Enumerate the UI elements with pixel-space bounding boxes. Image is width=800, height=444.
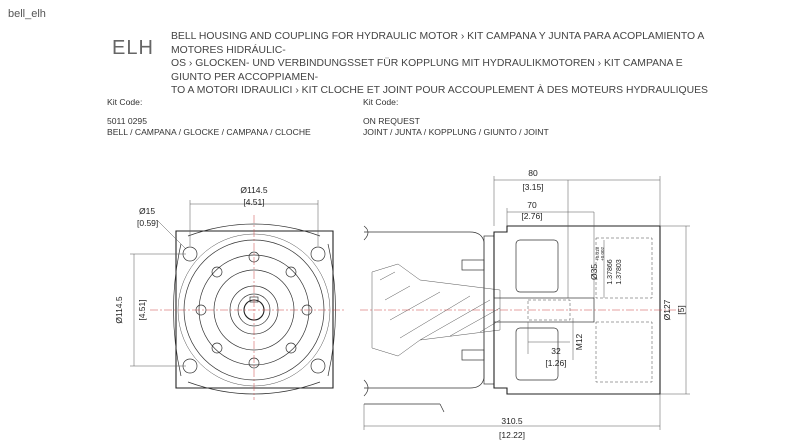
dim-bore-tol-lo: +0.002 xyxy=(600,247,605,261)
window xyxy=(515,239,559,293)
dim-w70: 70 xyxy=(527,200,537,210)
dim-bore-in-hi: 1.37866 xyxy=(607,259,614,284)
bolt xyxy=(461,349,485,361)
kit-desc: JOINT / JUNTA / KOPPLUNG / GIUNTO / JOIN… xyxy=(363,127,549,137)
hidden-bore xyxy=(595,321,653,383)
dim-hole-in: [0.59] xyxy=(137,218,158,228)
product-code: ELH xyxy=(112,37,154,59)
title-line: OS › GLOCKEN- UND VERBINDUNGSSET FÜR KOP… xyxy=(171,58,683,83)
dim-front-top-in: [4.51] xyxy=(243,197,264,207)
kit-joint: Kit Code: ON REQUEST JOINT / JUNTA / KOP… xyxy=(363,97,549,138)
dim-w80: 80 xyxy=(528,168,538,178)
flange-square xyxy=(175,230,334,389)
break-line xyxy=(363,379,369,397)
dim-thread: M12 xyxy=(574,333,584,350)
dim-bore-tol-hi: +0.018 xyxy=(595,247,600,261)
kit-label: Kit Code: xyxy=(107,97,143,107)
kit-label: Kit Code: xyxy=(363,97,399,107)
bolt xyxy=(461,259,485,271)
dim-w80-in: [3.15] xyxy=(522,182,543,192)
motor-base xyxy=(439,403,445,413)
title-line: BELL HOUSING AND COUPLING FOR HYDRAULIC … xyxy=(171,31,704,56)
dim-front-side-in: [4.51] xyxy=(137,299,147,320)
kit-bell: Kit Code: 5011 0295 BELL / CAMPANA / GLO… xyxy=(107,97,311,138)
break-line xyxy=(363,225,369,241)
kit-desc: BELL / CAMPANA / GLOCKE / CAMPANA / CLOC… xyxy=(107,127,311,137)
file-name: bell_elh xyxy=(8,8,46,20)
title-line: TO A MOTORI IDRAULICI › KIT CLOCHE ET JO… xyxy=(171,85,708,97)
bolt-hole xyxy=(211,342,223,354)
kit-code: 5011 0295 xyxy=(107,116,147,126)
dim-ext xyxy=(493,176,661,226)
front-view: Ø114.5 [4.51] Ø15 [0.59] Ø114.5 [4.51] xyxy=(114,185,345,400)
motor-shaft xyxy=(371,263,501,357)
side-view: Ø127 [5] Ø35 +0.018 +0.002 1.37866 1.378… xyxy=(360,168,690,440)
hatch xyxy=(379,271,501,341)
dim-depth-in: [1.26] xyxy=(545,358,566,368)
product-title: BELL HOUSING AND COUPLING FOR HYDRAULIC … xyxy=(171,30,711,98)
dim-front-top: Ø114.5 xyxy=(240,185,268,195)
bolt-hole xyxy=(211,266,223,278)
flange-edge xyxy=(173,243,182,377)
dim-front-side: Ø114.5 xyxy=(114,296,124,324)
corner-hole xyxy=(310,246,326,262)
leader xyxy=(157,220,187,250)
bolt-hole xyxy=(285,266,297,278)
window xyxy=(515,327,559,381)
dim-length: 310.5 xyxy=(501,416,523,426)
corner-hole xyxy=(310,358,326,374)
dim-d127: Ø127 xyxy=(662,299,672,320)
dim-d127-in: [5] xyxy=(676,305,686,314)
dim-hole: Ø15 xyxy=(139,206,155,216)
hidden-bore xyxy=(595,237,653,299)
dim-depth: 32 xyxy=(551,346,561,356)
kit-code: ON REQUEST xyxy=(363,116,420,126)
dim-bore-in-lo: 1.37803 xyxy=(616,259,623,284)
dim-length-in: [12.22] xyxy=(499,430,525,440)
bolt-hole xyxy=(285,342,297,354)
flange-edge xyxy=(187,223,321,237)
dim-w70-in: [2.76] xyxy=(521,211,542,221)
